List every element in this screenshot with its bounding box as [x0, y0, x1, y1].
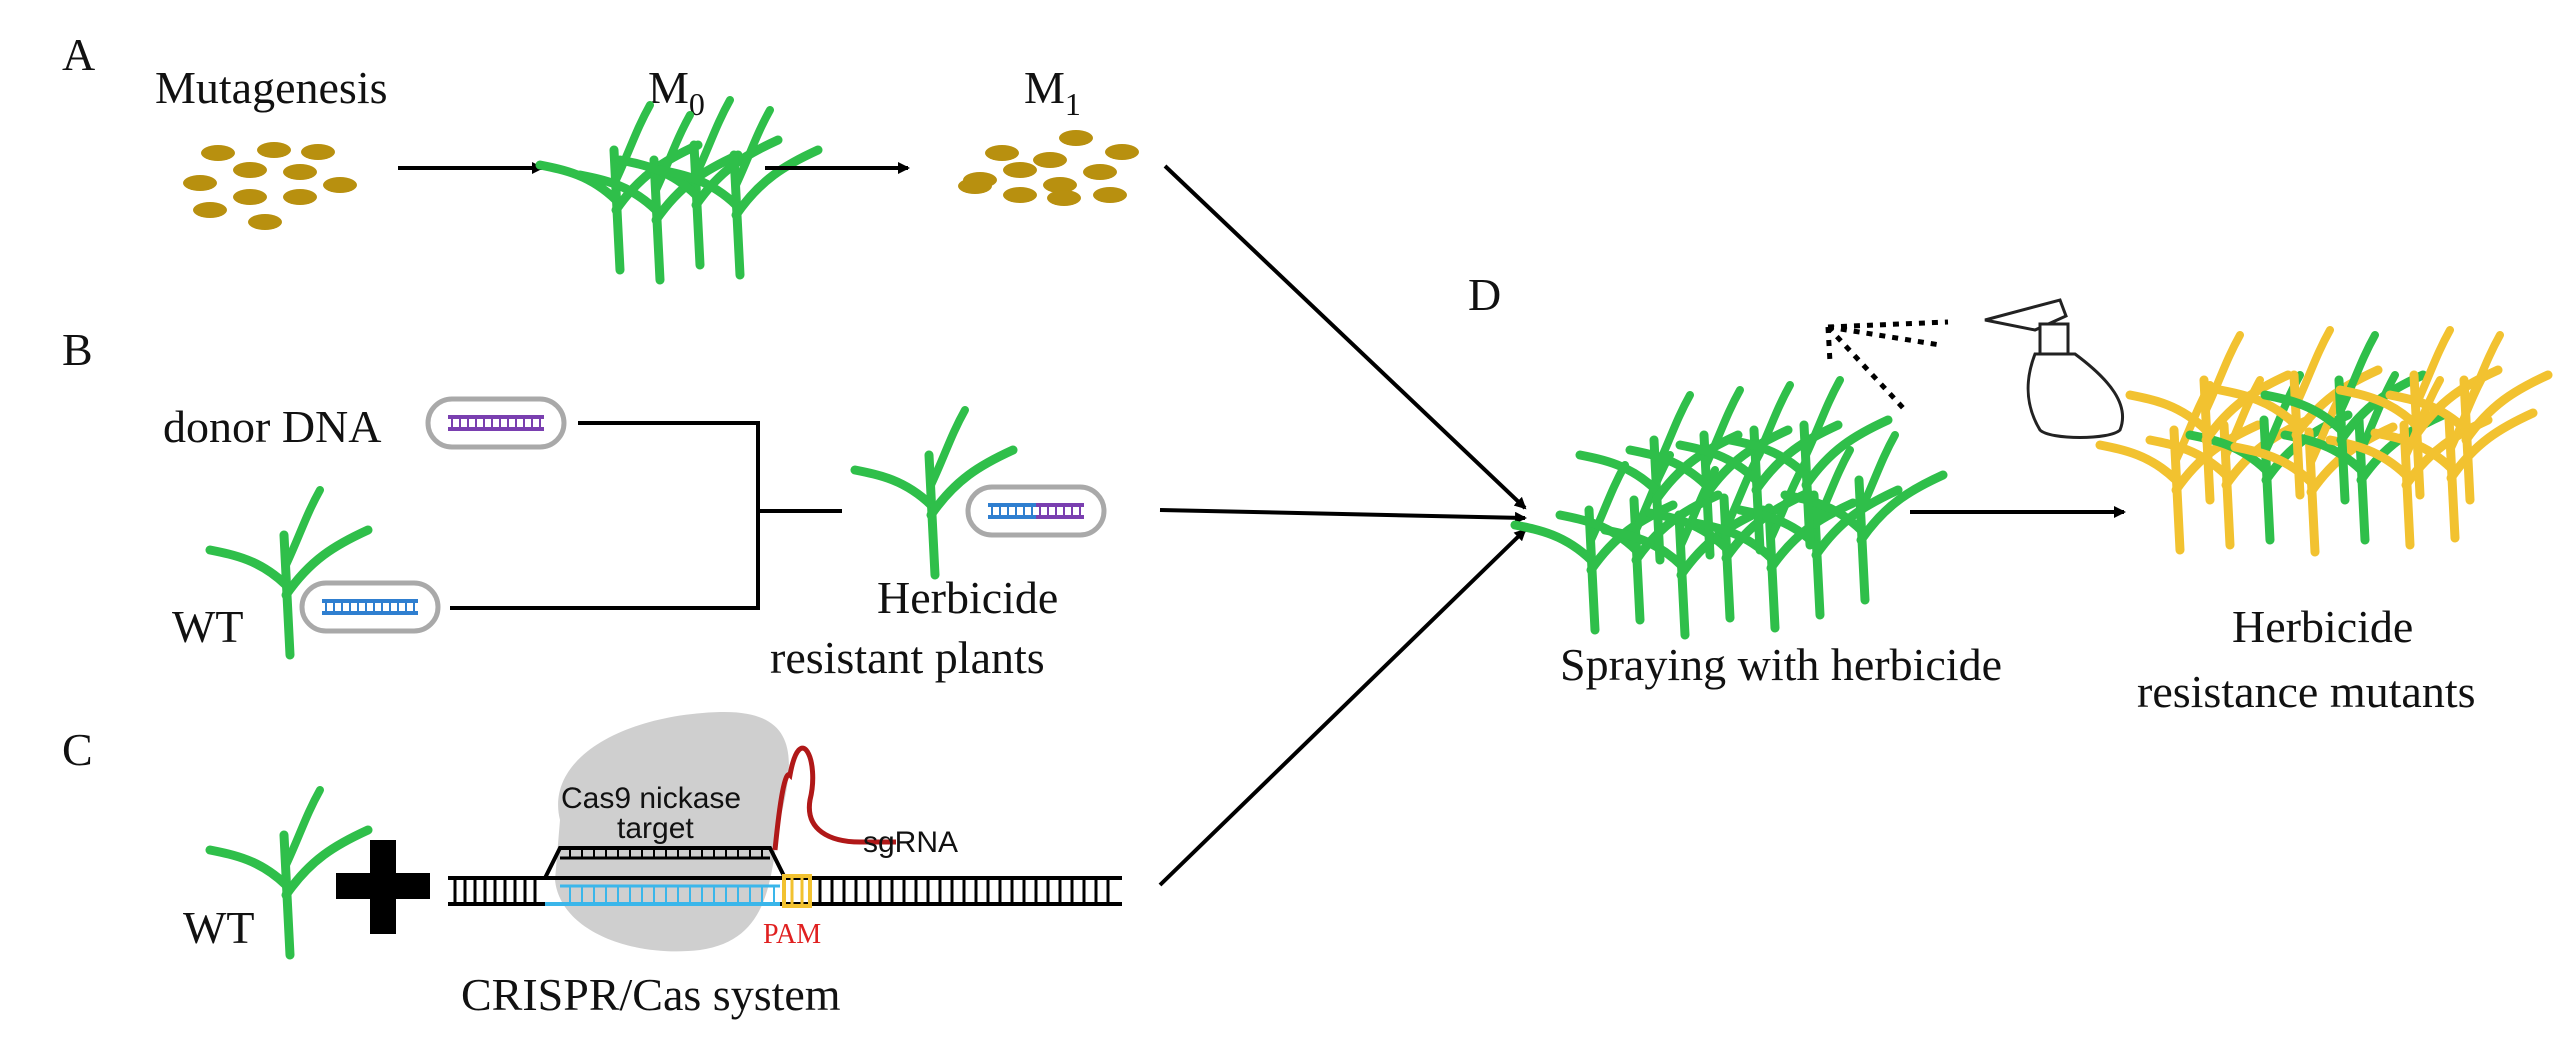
mutants-label-line1: Herbicide	[2232, 601, 2413, 652]
dna-duplex-icon	[448, 846, 1122, 908]
resistant-dna-icon	[968, 487, 1104, 535]
sprayed-plants-icon	[1515, 380, 1943, 635]
spraying-label: Spraying with herbicide	[1560, 639, 2002, 690]
cas9-blob-icon	[555, 711, 789, 952]
m0-plants-icon	[540, 100, 818, 280]
panel-b-letter: B	[62, 324, 93, 375]
panel-c-letter: C	[62, 724, 93, 775]
panel-d-letter: D	[1468, 269, 1501, 320]
target-label: target	[617, 812, 694, 845]
crispr-system-label: CRISPR/Cas system	[461, 969, 841, 1020]
panel-d: D Spraying with herbicide	[1468, 269, 2548, 717]
arrow-a-to-d	[1163, 164, 1527, 510]
m0-label: M0	[648, 62, 705, 122]
spray-bottle-icon	[1984, 298, 2125, 439]
resistant-plant-icon	[855, 410, 1013, 575]
plus-icon	[336, 840, 430, 934]
arrow-c-to-d	[1158, 528, 1527, 887]
mutants-label-line2: resistance mutants	[2137, 666, 2476, 717]
pam-label: PAM	[763, 919, 821, 950]
panel-a: A Mutagenesis M0 M1	[62, 29, 1139, 280]
merge-connector	[450, 421, 760, 610]
m1-seeds-icon	[958, 130, 1139, 206]
resistant-label-line1: Herbicide	[877, 572, 1058, 623]
seeds-icon	[183, 142, 357, 230]
m1-label: M1	[1024, 62, 1081, 122]
donor-dna-label: donor DNA	[163, 401, 381, 452]
wt-label-c: WT	[183, 902, 255, 953]
mutagenesis-label: Mutagenesis	[155, 62, 388, 113]
cas9-label: Cas9 nickase	[561, 782, 741, 815]
wt-dna-icon	[302, 583, 438, 631]
wt-label-b: WT	[172, 601, 244, 652]
arrow-b-to-d	[1159, 508, 1527, 524]
sgrna-icon	[772, 745, 896, 851]
panel-a-letter: A	[62, 29, 95, 80]
resistant-label-line2: resistant plants	[770, 632, 1045, 683]
mutant-plants-icon	[2100, 330, 2548, 552]
panel-c: C WT Cas9 nickase target sgRNA PAM	[62, 711, 1122, 1020]
sgrna-label: sgRNA	[863, 826, 958, 859]
spray-mist-icon	[1825, 319, 1949, 412]
donor-dna-icon	[428, 399, 564, 447]
panel-b: B donor DNA WT Herbicide resistant plant…	[62, 324, 1104, 683]
